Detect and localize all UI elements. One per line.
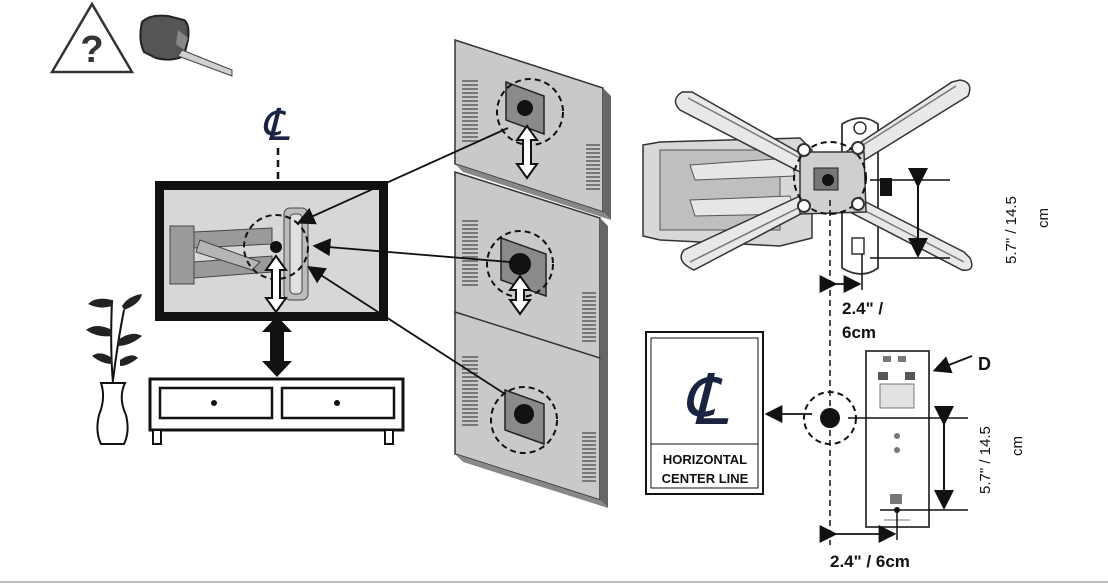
cl-symbol-top: ℄ bbox=[261, 100, 290, 151]
horizontal-center-line-text-2: CENTER LINE bbox=[662, 471, 749, 486]
part-letter-d: D bbox=[978, 354, 991, 374]
bottom-vertical-dimension bbox=[848, 406, 968, 511]
top-vertical-dim-unit: cm bbox=[1035, 208, 1052, 228]
top-vertical-dimension bbox=[870, 168, 950, 259]
connector-arrows bbox=[296, 127, 511, 395]
bottom-vertical-dim-label: 5.7" / 14.5 bbox=[977, 426, 994, 494]
wall-panel-top bbox=[454, 38, 611, 220]
tv-center-point bbox=[270, 241, 282, 253]
wall-panel-bottom bbox=[454, 310, 608, 508]
wall-plate-d bbox=[865, 350, 930, 528]
top-vertical-dim-label: 5.7" / 14.5 bbox=[1003, 196, 1020, 264]
part-d-pointer bbox=[932, 355, 973, 374]
tv-to-stand-arrow bbox=[262, 316, 292, 377]
center-point-marker bbox=[820, 408, 840, 428]
bottom-vertical-dim-unit: cm bbox=[1009, 436, 1026, 456]
top-horizontal-dim-label-2: 6cm bbox=[842, 323, 876, 342]
top-horizontal-dim-label-1: 2.4" / bbox=[842, 299, 883, 318]
bottom-horizontal-dim-label: 2.4" / 6cm bbox=[830, 552, 910, 571]
tape-measure-icon bbox=[139, 14, 233, 77]
cl-symbol-box: ℄ bbox=[683, 359, 730, 441]
tv-stand-icon bbox=[148, 377, 405, 445]
plant-icon bbox=[86, 294, 142, 445]
mount-arm-silhouette bbox=[169, 207, 309, 301]
adjust-arrow-tv bbox=[264, 254, 288, 314]
mount-bracket bbox=[642, 79, 973, 275]
horizontal-center-line-box: ℄ HORIZONTAL CENTER LINE bbox=[645, 331, 764, 495]
warning-question-icon: ? bbox=[49, 1, 135, 74]
svg-text:?: ? bbox=[80, 29, 103, 71]
horizontal-center-line-text-1: HORIZONTAL bbox=[663, 452, 747, 467]
